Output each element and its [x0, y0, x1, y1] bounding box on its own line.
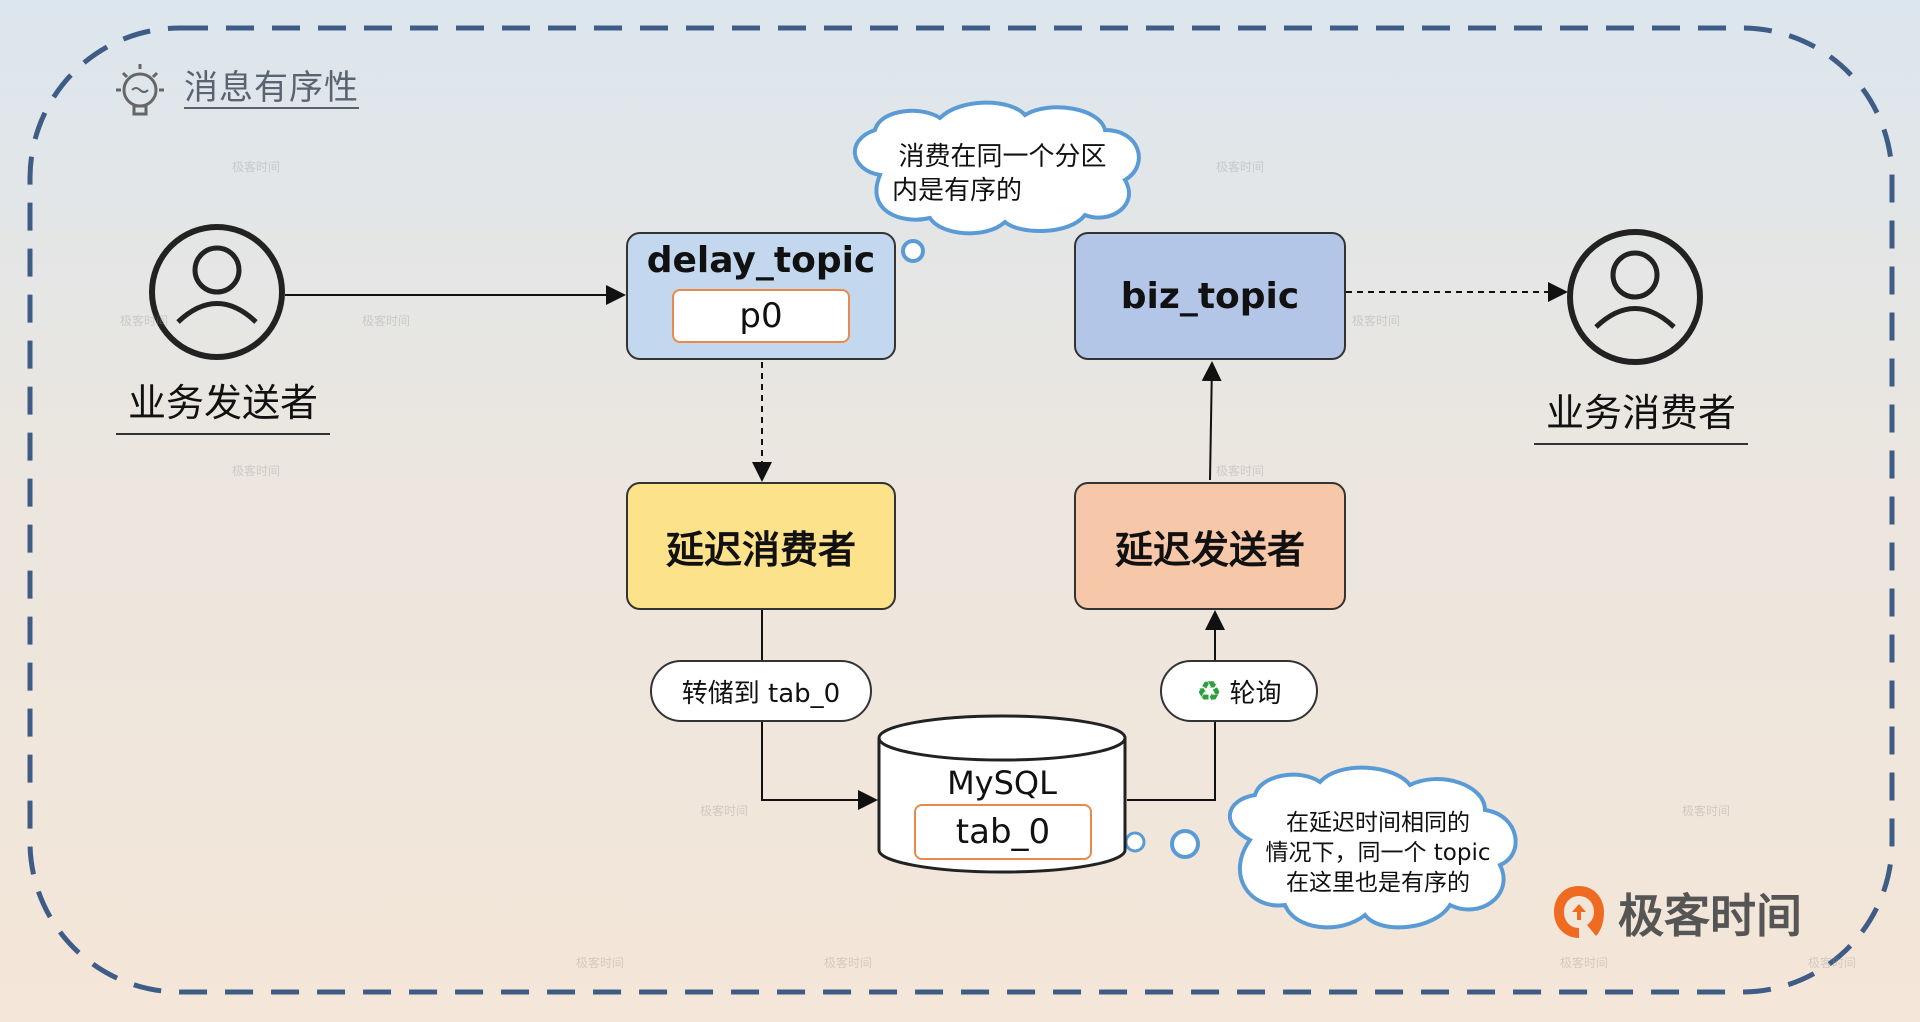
watermark: 极客时间 — [362, 314, 411, 328]
watermark: 极客时间 — [120, 314, 169, 328]
arrow-sender-to-biz-topic — [1201, 361, 1222, 481]
watermark: 极客时间 — [1682, 804, 1731, 818]
note-2-line-1: 在延迟时间相同的 — [1286, 810, 1470, 836]
note-1-line-2: 内是有序的 — [892, 176, 1023, 206]
store-edge-text: 转储到 tab_0 — [681, 678, 841, 709]
note-2: 在延迟时间相同的 情况下，同一个 topic 在这里也是有序的 — [1258, 808, 1498, 898]
thought-cloud-2 — [1088, 765, 1518, 930]
poll-edge-label: ♻ 轮询 — [1160, 660, 1318, 722]
biz-topic-label: biz_topic — [1120, 275, 1300, 317]
business-sender-label: 业务发送者 — [116, 372, 331, 435]
watermark: 极客时间 — [824, 956, 873, 970]
note-1-line-1: 消费在同一个分区 — [898, 142, 1107, 172]
partition-p0: p0 — [672, 289, 850, 343]
watermark: 极客时间 — [1216, 464, 1265, 478]
watermark: 极客时间 — [232, 464, 281, 478]
user-icon-sender — [149, 224, 285, 360]
delay-sender-box: 延迟发送者 — [1074, 482, 1346, 610]
watermark: 极客时间 — [700, 804, 749, 818]
brand-logo-text: 极客时间 — [1618, 889, 1802, 943]
business-consumer-label: 业务消费者 — [1534, 382, 1749, 445]
brand-logo-icon — [1554, 886, 1604, 938]
delay-consumer-label: 延迟消费者 — [665, 527, 856, 572]
watermark: 极客时间 — [576, 956, 625, 970]
delay-sender-label: 延迟发送者 — [1114, 527, 1305, 572]
store-edge-label: 转储到 tab_0 — [650, 660, 872, 722]
lightbulb-icon — [116, 64, 164, 116]
note-1: 消费在同一个分区 内是有序的 — [880, 140, 1125, 208]
page-title: 消息有序性 — [184, 68, 359, 108]
dashed-frame — [27, 25, 1895, 995]
watermark: 极客时间 — [1808, 956, 1857, 970]
watermark: 极客时间 — [232, 160, 281, 174]
watermark: 极客时间 — [1216, 160, 1265, 174]
recycle-icon: ♻ — [1196, 674, 1222, 708]
note-2-line-3: 在这里也是有序的 — [1286, 870, 1470, 896]
user-icon-consumer — [1567, 229, 1703, 365]
thought-cloud-1 — [853, 100, 1141, 288]
delay-topic-box: delay_topic p0 — [626, 232, 896, 360]
delay-consumer-box: 延迟消费者 — [626, 482, 896, 610]
poll-edge-text: 轮询 — [1229, 678, 1282, 709]
mysql-label: MySQL — [947, 764, 1057, 802]
delay-topic-label: delay_topic — [646, 240, 876, 281]
mysql-table-tab0: tab_0 — [914, 804, 1092, 860]
watermark: 极客时间 — [1352, 314, 1401, 328]
note-2-line-2: 情况下，同一个 topic — [1265, 840, 1491, 866]
biz-topic-box: biz_topic — [1074, 232, 1346, 360]
brand-logo: 极客时间 — [1550, 880, 1802, 946]
watermark: 极客时间 — [1560, 956, 1609, 970]
